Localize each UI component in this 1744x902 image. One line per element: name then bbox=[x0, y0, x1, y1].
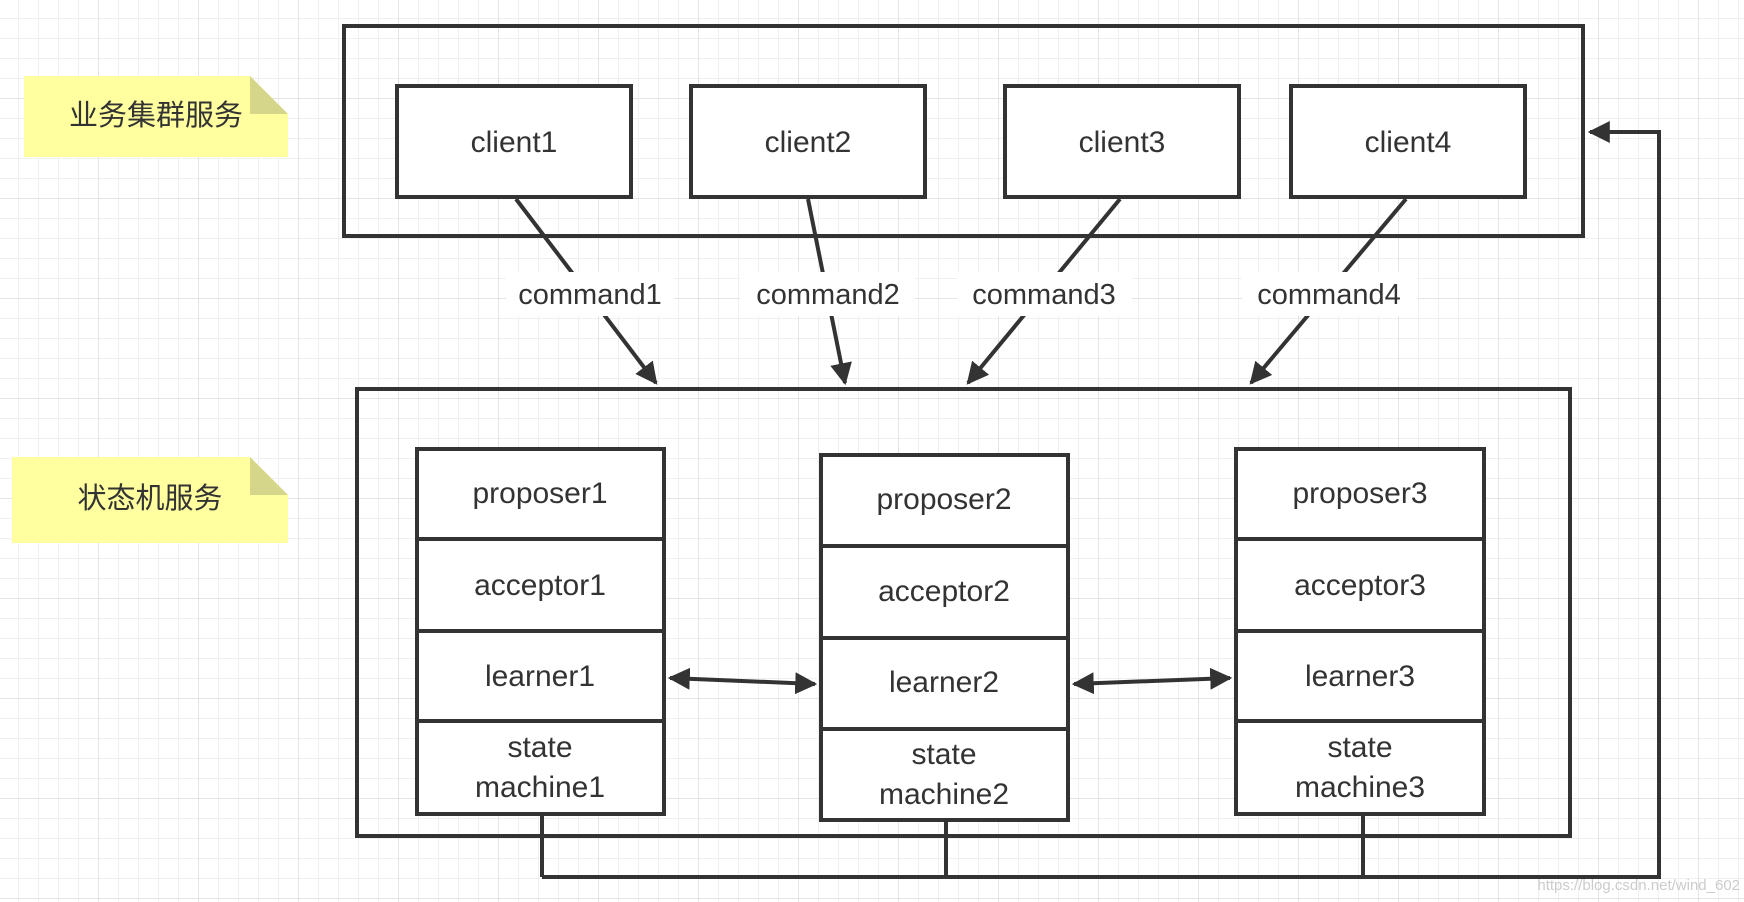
learner-cell bbox=[819, 636, 1070, 731]
state-label-line2: machine3 bbox=[1295, 771, 1425, 804]
proposer-label: proposer1 bbox=[472, 477, 607, 510]
proposer-cell bbox=[415, 447, 666, 541]
proposer-label: proposer2 bbox=[876, 483, 1011, 516]
watermark-text: https://blog.csdn.net/wind_602 bbox=[1537, 877, 1740, 894]
note-state-machine: 状态机服务 bbox=[12, 457, 288, 543]
proposer-cell bbox=[1234, 447, 1486, 541]
paxos-node-2: proposer2 acceptor2 learner2 state machi… bbox=[819, 453, 1070, 822]
learner-sync-arrow-1-2 bbox=[667, 667, 818, 695]
state-machine-frame bbox=[355, 387, 1572, 838]
state-label-line1: state bbox=[1327, 731, 1392, 764]
state-label-line1: state bbox=[507, 731, 572, 764]
note-business-cluster: 业务集群服务 bbox=[24, 76, 288, 157]
state-label-line1: state bbox=[911, 738, 976, 771]
client-label: client3 bbox=[1079, 126, 1166, 159]
client-box-2: client2 bbox=[689, 84, 927, 199]
acceptor-cell bbox=[819, 544, 1070, 640]
learner-sync-arrow-2-3 bbox=[1071, 667, 1233, 695]
paxos-node-3: proposer3 acceptor3 learner3 state machi… bbox=[1234, 447, 1486, 816]
feedback-path bbox=[540, 121, 1661, 879]
business-cluster-frame bbox=[342, 24, 1585, 238]
acceptor-label: acceptor2 bbox=[878, 575, 1010, 608]
paxos-node-1: proposer1 acceptor1 learner1 state machi… bbox=[415, 447, 666, 816]
client-box-1: client1 bbox=[395, 84, 633, 199]
acceptor-label: acceptor3 bbox=[1294, 569, 1426, 602]
command-label-4: command4 bbox=[1257, 279, 1400, 311]
learner-label: learner3 bbox=[1305, 660, 1415, 693]
learner-cell bbox=[415, 629, 666, 723]
acceptor-label: acceptor1 bbox=[474, 569, 606, 602]
proposer-label: proposer3 bbox=[1292, 477, 1427, 510]
state-label-line2: machine2 bbox=[879, 778, 1009, 811]
learner-label: learner2 bbox=[889, 666, 999, 699]
client-label: client2 bbox=[765, 126, 852, 159]
state-machine-cell bbox=[1234, 719, 1486, 816]
command-label-3: command3 bbox=[972, 279, 1115, 311]
note-business-cluster-label: 业务集群服务 bbox=[69, 98, 243, 132]
command-label-1: command1 bbox=[518, 279, 661, 311]
command-label-2: command2 bbox=[756, 279, 899, 311]
note-state-machine-label: 状态机服务 bbox=[77, 481, 222, 515]
client-label: client1 bbox=[471, 126, 558, 159]
client-box-3: client3 bbox=[1003, 84, 1241, 199]
client-box-4: client4 bbox=[1289, 84, 1527, 199]
state-label-line2: machine1 bbox=[475, 771, 605, 804]
client-label: client4 bbox=[1365, 126, 1452, 159]
state-machine-cell bbox=[819, 727, 1070, 822]
learner-label: learner1 bbox=[485, 660, 595, 693]
state-machine-cell bbox=[415, 719, 666, 816]
